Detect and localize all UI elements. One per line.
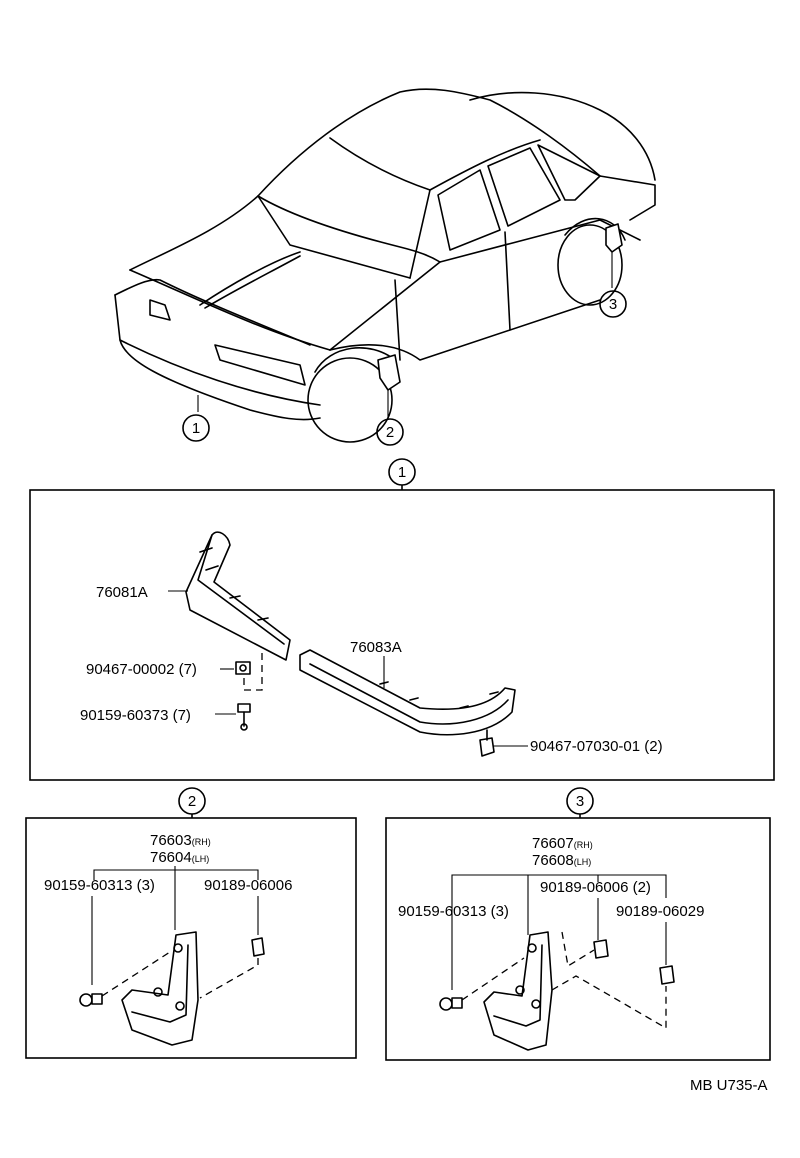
mud-flap-front-part	[121, 931, 199, 1046]
section-3-box	[385, 817, 771, 1061]
svg-text:1: 1	[192, 420, 200, 437]
svg-text:1: 1	[398, 464, 406, 481]
clip-part-s3-a	[593, 939, 609, 959]
svg-text:2: 2	[188, 793, 196, 810]
svg-text:3: 3	[609, 296, 617, 313]
label-76608: 76608(LH)	[532, 852, 591, 869]
label-clip2-s3: 90189-06029	[616, 903, 704, 920]
callout-3-car: 3	[599, 290, 627, 318]
callout-2-car: 2	[376, 418, 404, 446]
diagram-code: MB U735-A	[690, 1077, 768, 1094]
mud-flap-rear-part	[483, 931, 553, 1051]
screw-part-s2	[79, 993, 103, 1007]
clip-part-s2	[251, 937, 265, 957]
clip-part-s3-b	[659, 965, 675, 985]
front-spoiler-left-part	[185, 531, 291, 661]
label-screw-s3: 90159-60313 (3)	[398, 903, 509, 920]
label-76604: 76604(LH)	[150, 849, 209, 866]
label-76083A: 76083A	[350, 639, 402, 656]
section-2-box	[25, 817, 357, 1059]
label-screw-s2: 90159-60313 (3)	[44, 877, 155, 894]
front-spoiler-right-part	[299, 649, 516, 736]
label-76607: 76607(RH)	[532, 835, 593, 852]
clip-part-1	[479, 729, 495, 757]
section-2-callout: 2	[178, 787, 206, 815]
screw-part-s3	[439, 997, 463, 1011]
label-76603: 76603(RH)	[150, 832, 211, 849]
svg-text:2: 2	[386, 424, 394, 441]
svg-text:3: 3	[576, 793, 584, 810]
label-76081A: 76081A	[96, 584, 148, 601]
callout-1-car: 1	[182, 414, 210, 442]
section-1-box	[29, 489, 775, 781]
screw-part	[237, 703, 251, 731]
nut-part	[235, 661, 251, 675]
car-illustration	[114, 88, 656, 443]
label-clip1-s3: 90189-06006 (2)	[540, 879, 651, 896]
section-3-callout: 3	[566, 787, 594, 815]
label-clip: 90467-07030-01 (2)	[530, 738, 663, 755]
section-1-callout: 1	[388, 458, 416, 486]
label-screw: 90159-60373 (7)	[80, 707, 191, 724]
label-nut: 90467-00002 (7)	[86, 661, 197, 678]
label-clip-s2: 90189-06006	[204, 877, 292, 894]
